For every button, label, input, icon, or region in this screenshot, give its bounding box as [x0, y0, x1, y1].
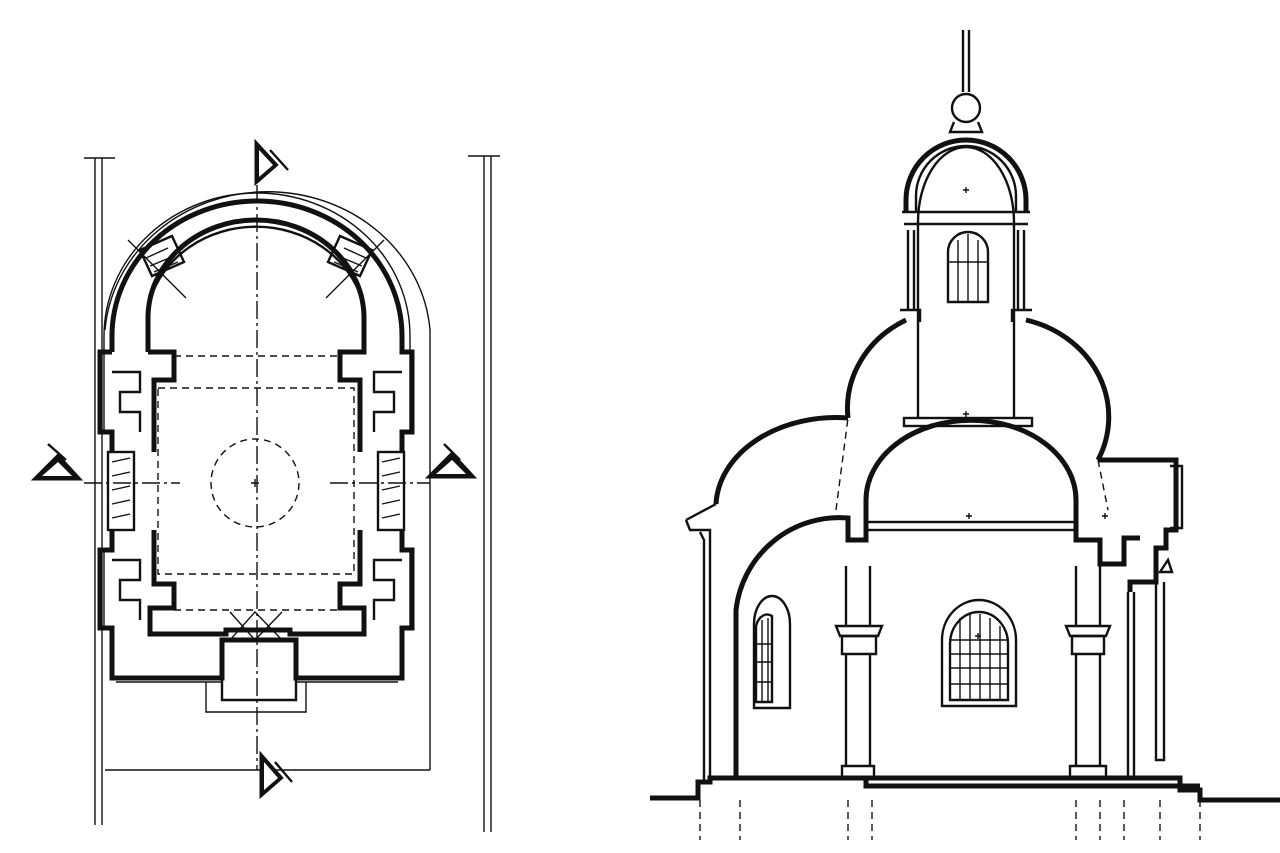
section-marker-top	[254, 138, 289, 187]
section-floor	[736, 775, 1200, 789]
section-marker-left	[30, 443, 84, 481]
section-column-left	[834, 566, 884, 780]
section-ground-line	[650, 775, 1280, 840]
cross-section	[650, 30, 1280, 840]
section-marker-right	[424, 443, 478, 479]
floor-plan	[30, 138, 500, 832]
section-right-wall	[1073, 457, 1184, 778]
section-window-center	[940, 598, 1018, 708]
plan-section-axes	[84, 185, 430, 770]
section-lantern	[900, 137, 1034, 428]
section-marker-bottom	[259, 750, 293, 800]
section-window-left	[752, 594, 792, 710]
plan-dome-projection	[157, 355, 355, 611]
section-main-dome	[835, 317, 1112, 532]
section-spire	[948, 30, 984, 134]
section-column-right	[1064, 566, 1112, 780]
site-boundary-lines	[84, 155, 500, 832]
plan-entrance-steps	[205, 610, 307, 713]
plan-window-openings	[106, 234, 406, 532]
section-side-vault	[684, 415, 869, 782]
